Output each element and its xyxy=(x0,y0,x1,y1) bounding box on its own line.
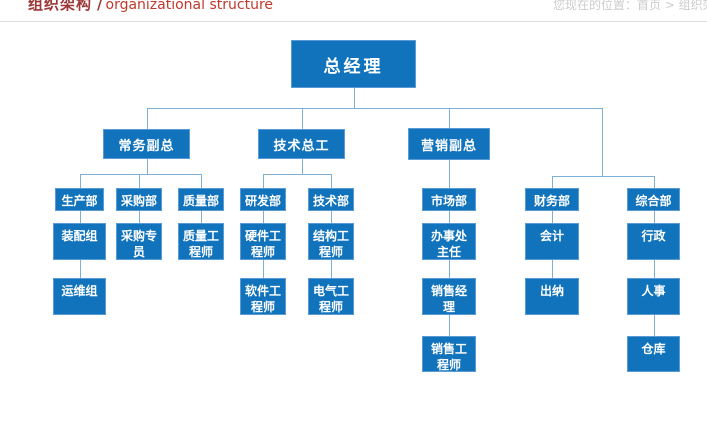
connector-line xyxy=(449,260,450,269)
connector-line xyxy=(301,108,303,129)
connector-line xyxy=(449,217,450,223)
org-node-zlgcs: 质量工 程师 xyxy=(178,223,224,260)
connector-line xyxy=(139,211,140,217)
page-header: 组织架构 /organizational structure 您现在的位置：首页 … xyxy=(0,0,707,21)
connector-line xyxy=(653,217,655,223)
connector-line xyxy=(331,211,332,217)
org-node-jggcs: 结构工 程师 xyxy=(308,223,354,260)
org-node-cgb: 采购部 xyxy=(116,188,162,211)
org-node-yjgcs: 硬件工 程师 xyxy=(240,223,286,260)
connector-line xyxy=(263,269,264,278)
connector-line xyxy=(653,176,655,188)
org-node-bsczr: 办事处 主任 xyxy=(422,223,476,260)
title-separator-slash: / xyxy=(97,0,103,13)
connector-line xyxy=(263,217,264,223)
connector-line xyxy=(552,269,553,278)
org-node-cgzy: 采购专 员 xyxy=(116,223,162,260)
connector-line xyxy=(449,108,450,128)
org-node-zhb: 综合部 xyxy=(627,188,680,211)
connector-line xyxy=(449,326,450,336)
connector-line xyxy=(449,269,450,278)
connector-line xyxy=(602,163,603,176)
org-node-gm: 总经理 xyxy=(291,40,416,88)
connector-line xyxy=(201,217,202,223)
connector-line xyxy=(79,217,81,223)
org-node-cwb: 财务部 xyxy=(525,188,579,211)
connector-line xyxy=(449,315,450,326)
org-node-kj: 会计 xyxy=(525,223,579,260)
org-node-dqgcs: 电气工 程师 xyxy=(308,278,354,315)
connector-line xyxy=(449,174,450,188)
connector-line xyxy=(139,174,140,188)
connector-line xyxy=(146,108,603,109)
connector-line xyxy=(331,260,332,269)
connector-line xyxy=(653,269,655,278)
connector-line xyxy=(79,260,81,269)
connector-line xyxy=(331,269,332,278)
connector-line xyxy=(263,174,332,175)
connector-line xyxy=(353,88,355,108)
org-node-yfb: 研发部 xyxy=(240,188,286,211)
connector-line xyxy=(331,174,332,188)
org-node-zpz: 装配组 xyxy=(53,223,106,260)
connector-line xyxy=(653,211,655,217)
connector-line xyxy=(201,174,202,188)
org-node-xsgcs: 销售工 程师 xyxy=(422,336,476,372)
connector-line xyxy=(653,315,655,326)
connector-line xyxy=(201,211,202,217)
connector-line xyxy=(139,217,140,223)
connector-line xyxy=(146,159,148,174)
org-node-rjgcs: 软件工 程师 xyxy=(240,278,286,315)
connector-line xyxy=(552,260,553,269)
connector-line xyxy=(602,108,603,163)
org-node-jsb: 技术部 xyxy=(308,188,354,211)
connector-line xyxy=(653,260,655,269)
org-node-xsjl: 销售经 理 xyxy=(422,278,476,315)
connector-line xyxy=(301,159,303,174)
connector-line xyxy=(263,211,264,217)
connector-line xyxy=(552,211,553,217)
org-node-rs: 人事 xyxy=(627,278,680,315)
org-node-schb: 市场部 xyxy=(422,188,476,211)
connector-line xyxy=(331,217,332,223)
breadcrumb[interactable]: 您现在的位置：首页 > 组织架构 xyxy=(553,0,707,12)
connector-line xyxy=(263,174,264,188)
header-divider xyxy=(0,21,707,22)
connector-line xyxy=(449,160,450,174)
org-node-zlb: 质量部 xyxy=(178,188,224,211)
connector-line xyxy=(79,211,81,217)
page-title-en: organizational structure xyxy=(105,0,274,13)
org-node-cwfz: 常务副总 xyxy=(103,129,190,159)
connector-line xyxy=(552,176,553,188)
connector-line xyxy=(449,211,450,217)
org-node-scb: 生产部 xyxy=(55,188,104,211)
org-node-jszg: 技术总工 xyxy=(258,129,345,159)
connector-line xyxy=(146,108,148,129)
page-title-zh: 组织架构 xyxy=(28,0,93,13)
org-node-yxfz: 营销副总 xyxy=(408,128,490,160)
connector-line xyxy=(79,174,81,188)
connector-line xyxy=(263,260,264,269)
org-node-cn: 出纳 xyxy=(525,278,579,315)
org-node-ywz: 运维组 xyxy=(53,278,106,315)
connector-line xyxy=(79,174,202,175)
page-title: 组织架构 /organizational structure xyxy=(28,0,273,14)
org-node-ck: 仓库 xyxy=(627,336,680,372)
connector-line xyxy=(552,176,655,177)
connector-line xyxy=(653,326,655,336)
connector-line xyxy=(79,269,81,278)
connector-line xyxy=(552,217,553,223)
org-node-xz: 行政 xyxy=(627,223,680,260)
